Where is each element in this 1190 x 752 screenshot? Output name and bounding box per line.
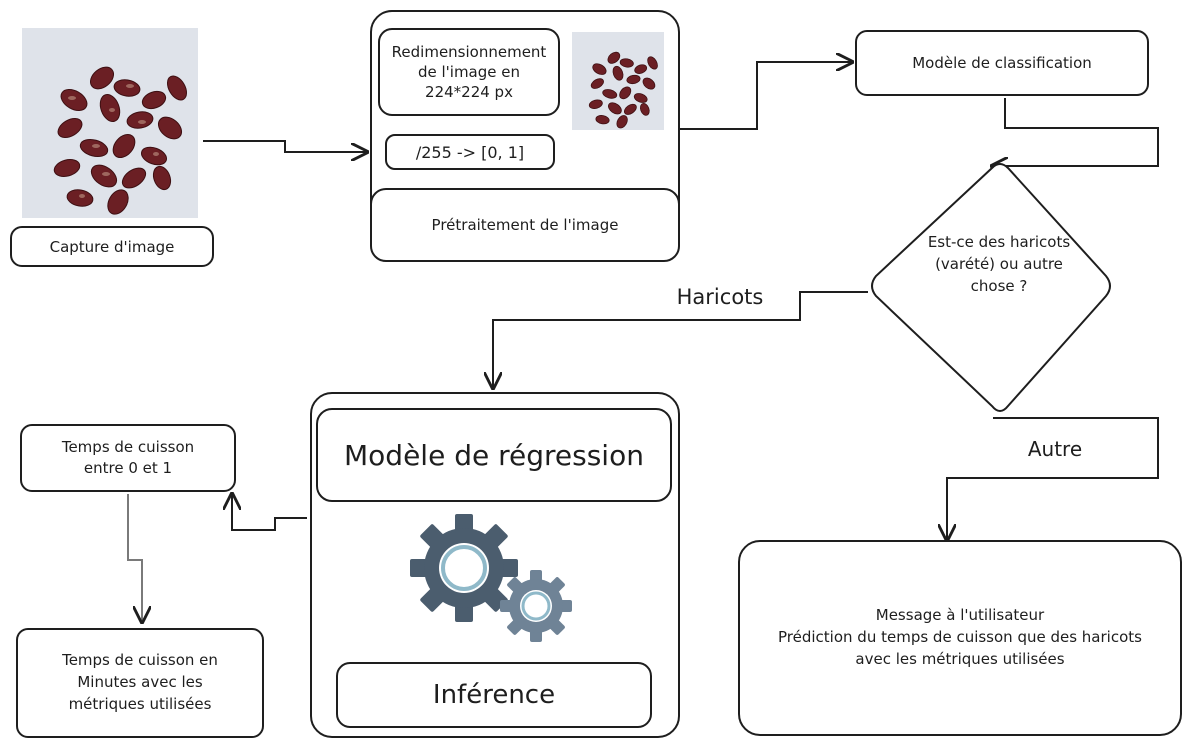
regression-label: Modèle de régression (344, 438, 644, 472)
edge-label-autre: Autre (1027, 437, 1083, 461)
cooking-time-norm-box: Temps de cuisson entre 0 et 1 (20, 424, 236, 492)
preprocessing-label: Prétraitement de l'image (431, 216, 619, 234)
regression-title-box: Modèle de régression (316, 408, 672, 502)
resize-label: Redimensionnement de l'image en 224*224 … (391, 42, 547, 102)
edge-label-haricots: Haricots (676, 285, 764, 309)
beans-photo-icon (53, 66, 187, 215)
user-message-label: Message à l'utilisateur Prédiction du te… (778, 606, 1142, 668)
cooking-time-minutes-box: Temps de cuisson en Minutes avec les mét… (16, 628, 264, 738)
capture-label: Capture d'image (49, 237, 175, 256)
decision-label: Est-ce des haricots (varété) ou autre ch… (927, 233, 1071, 295)
resize-box: Redimensionnement de l'image en 224*224 … (378, 28, 560, 116)
resized-beans-photo (572, 32, 664, 130)
decision-diamond (871, 163, 1111, 412)
inference-box: Inférence (336, 662, 652, 728)
user-message-box: Message à l'utilisateur Prédiction du te… (738, 540, 1182, 736)
arrow-cooking-time-to-minutes (127, 494, 142, 622)
arrow-classification-to-decision (992, 98, 1159, 166)
arrow-regression-to-cooking-time (232, 494, 307, 531)
arrow-capture-to-preprocessing (203, 140, 367, 152)
normalize-label: /255 -> [0, 1] (415, 142, 525, 162)
small-gear-icon (500, 570, 572, 642)
resized-beans-icon (588, 51, 658, 129)
inference-label: Inférence (432, 680, 556, 710)
preprocessing-title-box: Prétraitement de l'image (370, 188, 680, 262)
classification-label: Modèle de classification (912, 54, 1092, 72)
capture-box: Capture d'image (10, 226, 214, 267)
normalize-box: /255 -> [0, 1] (385, 134, 555, 170)
cooking-time-norm-label: Temps de cuisson entre 0 et 1 (61, 438, 195, 477)
classification-box: Modèle de classification (855, 30, 1149, 96)
arrow-decision-to-message (947, 417, 1159, 540)
cooking-time-minutes-label: Temps de cuisson en Minutes avec les mét… (62, 651, 218, 713)
arrow-preprocessing-to-classification (680, 62, 852, 130)
gears-icon (410, 514, 572, 642)
arrow-decision-to-regression (493, 291, 868, 388)
beans-photo (22, 28, 198, 218)
